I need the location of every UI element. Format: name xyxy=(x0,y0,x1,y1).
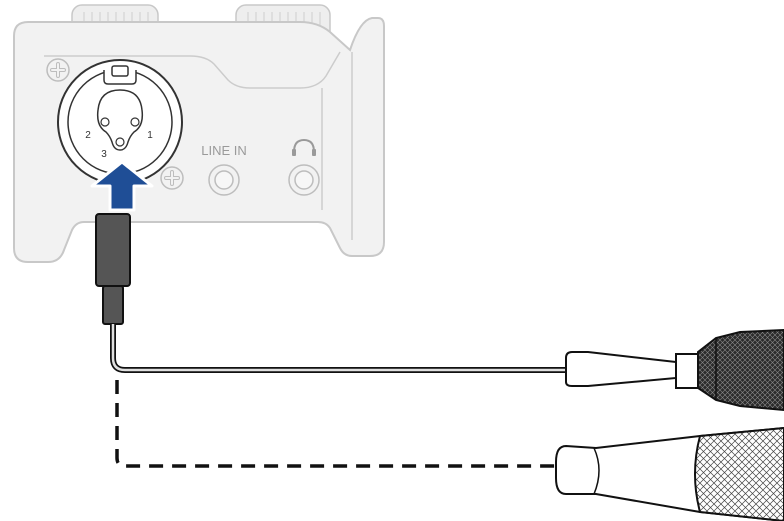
alt-mic-cable-dashed xyxy=(115,380,556,468)
xlr-plug xyxy=(95,213,131,325)
line-in-jack[interactable] xyxy=(208,164,240,196)
mic-cable xyxy=(110,324,570,373)
screw-icon xyxy=(46,58,70,82)
insert-arrow-icon xyxy=(90,160,154,212)
headphone-jack[interactable] xyxy=(288,164,320,196)
headphone-icon xyxy=(292,138,316,156)
audio-interface: LINE IN 1 2 3 xyxy=(13,4,385,263)
pin-label-1: 1 xyxy=(147,130,153,141)
pin-label-3: 3 xyxy=(101,149,107,160)
condenser-microphone xyxy=(555,426,784,521)
dynamic-microphone xyxy=(565,328,784,412)
pin-label-2: 2 xyxy=(85,130,91,141)
line-in-label: LINE IN xyxy=(201,143,247,158)
screw-icon xyxy=(160,166,184,190)
